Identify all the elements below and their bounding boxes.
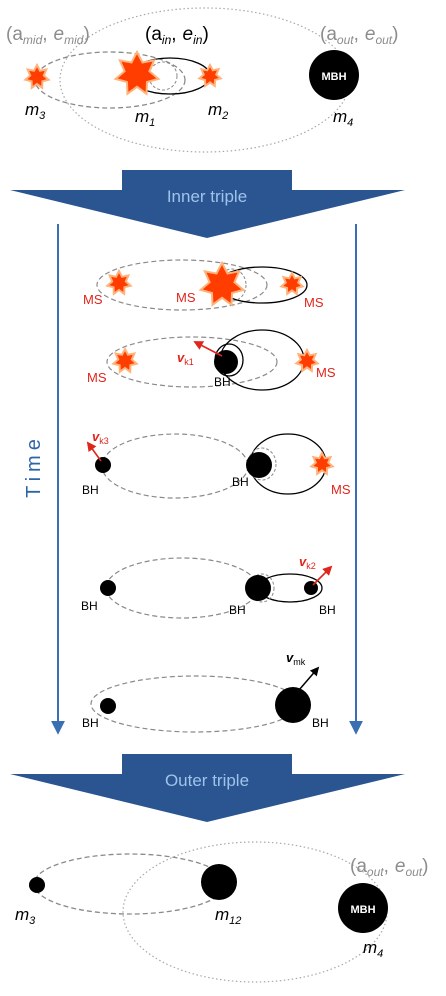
inner-orbit-top-2 [148,61,178,91]
bh-label: BH [312,716,329,730]
star-s1-right-icon [279,270,305,296]
bh-label: BH [82,716,99,730]
star-m3-icon [23,62,51,90]
ms-label: MS [83,292,103,307]
kick-vk2-label: vk2 [299,554,316,571]
m1-label: m1 [135,107,155,129]
m2-label: m2 [208,100,228,122]
outer-triple-banner: Outer triple [10,754,405,822]
mbh-top [309,50,359,100]
bh-label: BH [319,603,336,617]
star-s1-mid-icon [198,260,246,307]
bh-s4-mid [245,575,271,601]
bh-s3-left [95,457,111,473]
stage-2: vk1 MS BH MS [87,329,336,391]
mbh-bottom [338,883,388,933]
inner-triple-banner: Inner triple [10,170,405,238]
body-m12-bottom [201,864,237,900]
m4-label: m4 [333,107,353,129]
top-configuration: MBH (amid,emid) (ain,ein) (aout,eout) m3… [6,7,398,153]
stage-1: MS MS MS [83,259,324,311]
bottom-outer-orbit-label: (aout,eout) [350,856,428,879]
ms-label: MS [331,482,351,497]
bh-s2 [214,350,238,374]
ms-label: MS [87,370,107,385]
inner-triple-label: Inner triple [167,187,247,206]
stage-3: vk3 BH BH MS [82,429,351,499]
kick-vmk-arrow [298,666,320,691]
kick-vk1-arrow [193,341,223,357]
outer-triple-label: Outer triple [165,771,249,790]
mbh-top-label: MBH [321,71,346,83]
star-m2-icon [197,62,223,88]
mid-orbit-top [34,51,186,109]
m3-label: m3 [25,100,46,122]
kick-vk1-label: vk1 [177,350,194,367]
bh-label: BH [229,603,246,617]
star-m1-icon [113,49,161,96]
body-m3-bottom [29,877,45,893]
inner-orbit-bottom [33,853,227,915]
bh-s5-right [275,687,311,723]
star-s2-right-icon [294,347,320,373]
kick-vk3-arrow [86,441,102,462]
outer-orbit-label: (aout,eout) [320,24,398,47]
bh-label: BH [232,475,249,489]
bh-label: BH [81,599,98,613]
kick-vk3-label: vk3 [92,429,109,446]
star-s3-right-icon [309,450,335,476]
bh-label: BH [214,375,231,389]
bh-s5-left [100,698,116,714]
star-s1-left-icon [105,268,133,296]
bh-s3-mid [246,452,272,478]
bh-label: BH [82,483,99,497]
star-s2-left-icon [111,346,139,374]
bottom-m12-label: m12 [215,905,241,927]
mbh-bottom-label: MBH [350,904,375,916]
ms-label: MS [176,290,196,305]
bh-s4-left [100,580,116,596]
ms-label: MS [304,295,324,310]
mid-orbit-label: (amid,emid) [6,24,90,47]
stage-5: vmk BH BH [82,650,329,733]
ms-label: MS [316,365,336,380]
time-label: Time [23,434,45,498]
kick-vk2-arrow [312,565,333,586]
inner-orbit-label: (ain,ein) [145,24,209,47]
stage-4: vk2 BH BH BH [81,554,336,619]
bottom-m4-label: m4 [363,938,383,960]
bottom-configuration: MBH (aout,eout) m3 m12 m4 [15,841,428,983]
time-axis: Time [23,224,363,735]
kick-vmk-label: vmk [286,650,306,667]
bottom-m3-label: m3 [15,905,36,927]
